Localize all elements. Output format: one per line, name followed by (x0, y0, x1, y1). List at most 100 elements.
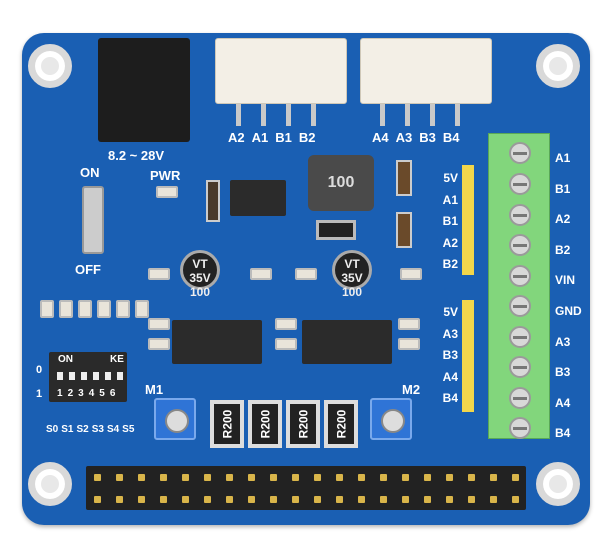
dip-on-label: ON (58, 354, 73, 365)
connector1-labels: A2 A1 B1 B2 (228, 130, 316, 145)
gpio-pin (335, 473, 343, 481)
mounting-hole (28, 462, 72, 506)
dip-label: S3 (91, 424, 104, 435)
dip-number: 2 (67, 388, 74, 399)
gpio-pin (203, 473, 211, 481)
dip-number: 5 (99, 388, 105, 399)
screw-icon[interactable] (509, 265, 531, 287)
screw-icon[interactable] (509, 295, 531, 317)
gpio-pin (489, 495, 497, 503)
resistor-smd (398, 318, 420, 330)
gpio-pin (445, 473, 453, 481)
gpio-pin (357, 473, 365, 481)
header-pin-label: A4 (442, 369, 458, 384)
regulator-chip (230, 180, 286, 216)
terminal-label: GND (555, 303, 582, 318)
gpio-pin (115, 473, 123, 481)
motor-connector-1 (215, 38, 347, 104)
dip-zero-label: 0 (36, 364, 43, 376)
screw-icon[interactable] (509, 204, 531, 226)
header-pin-label: A2 (442, 235, 458, 250)
dip-label: S5 (122, 424, 135, 435)
terminal-label: B2 (555, 242, 571, 257)
power-switch[interactable] (82, 186, 104, 254)
pin-label: A4 (372, 130, 389, 145)
sense-resistor: R200 (286, 400, 320, 448)
pin-label: A2 (228, 130, 245, 145)
gpio-pin (401, 495, 409, 503)
dip-one-label: 1 (36, 388, 43, 400)
gpio-pin (335, 495, 343, 503)
dip-label: S2 (76, 424, 89, 435)
gpio-pin (247, 495, 255, 503)
gpio-pin (379, 473, 387, 481)
pin-label: B1 (275, 130, 292, 145)
header-pin-label: B4 (442, 391, 458, 405)
header-pin-label: B1 (442, 214, 458, 228)
dip-toggle[interactable] (57, 372, 63, 380)
resistor-smd (250, 268, 272, 280)
resistor-smd (275, 318, 297, 330)
gpio-pin (401, 473, 409, 481)
header-pin-label: 5V (443, 171, 458, 185)
diode (316, 220, 356, 240)
screw-icon[interactable] (509, 142, 531, 164)
dip-toggle[interactable] (81, 372, 87, 380)
gpio-pin (137, 473, 145, 481)
gpio-pin (225, 495, 233, 503)
dip-label: S0 (46, 424, 59, 435)
dip-number: 6 (109, 388, 116, 399)
screw-icon[interactable] (509, 234, 531, 256)
gpio-pin (357, 495, 365, 503)
sense-resistor: R200 (324, 400, 358, 448)
mounting-hole (536, 44, 580, 88)
gpio-pin (511, 495, 519, 503)
dip-toggle[interactable] (117, 372, 123, 380)
driver-chip-2 (302, 320, 392, 364)
current-potentiometer-m2[interactable] (370, 398, 412, 440)
gpio-pin (379, 495, 387, 503)
dip-ke-label: KE (110, 354, 124, 365)
gpio-pin (423, 495, 431, 503)
pin-label: A1 (251, 130, 269, 145)
gpio-pin (203, 495, 211, 503)
header-pin-label: 5V (443, 305, 458, 319)
current-potentiometer-m1[interactable] (154, 398, 196, 440)
gpio-pin (467, 473, 475, 481)
header-pin-label: B3 (442, 348, 458, 362)
gpio-pin (269, 473, 277, 481)
terminal-label: B4 (555, 426, 571, 441)
terminal-label: A4 (555, 395, 571, 410)
screw-icon[interactable] (509, 387, 531, 409)
capacitor-smd (396, 160, 412, 196)
terminal-label: B3 (555, 365, 571, 380)
dip-toggle[interactable] (69, 372, 75, 380)
gpio-pin (291, 495, 299, 503)
header-1 (462, 165, 474, 275)
gpio-pin (225, 473, 233, 481)
dip-number: 1 (57, 388, 63, 399)
resistor-smd (148, 338, 170, 350)
sense-resistor: R200 (210, 400, 244, 448)
screw-icon[interactable] (509, 326, 531, 348)
screw-icon[interactable] (509, 417, 531, 439)
dip-label: S4 (106, 424, 120, 435)
gpio-pin (313, 495, 321, 503)
terminal-label: B1 (555, 181, 571, 196)
driver-chip-1 (172, 320, 262, 364)
screw-icon[interactable] (509, 356, 531, 378)
resistor-smd (398, 338, 420, 350)
dip-toggle[interactable] (105, 372, 111, 380)
dip-number: 3 (78, 388, 84, 399)
header-pin-label: A1 (442, 192, 458, 207)
pin-label: B2 (298, 130, 316, 145)
m2-label: M2 (402, 382, 421, 397)
dip-toggle[interactable] (93, 372, 99, 380)
capacitor-smd (206, 180, 220, 222)
terminal-label: A2 (555, 212, 571, 227)
pwr-led (156, 186, 178, 198)
gpio-pin (93, 473, 101, 481)
screw-icon[interactable] (509, 173, 531, 195)
